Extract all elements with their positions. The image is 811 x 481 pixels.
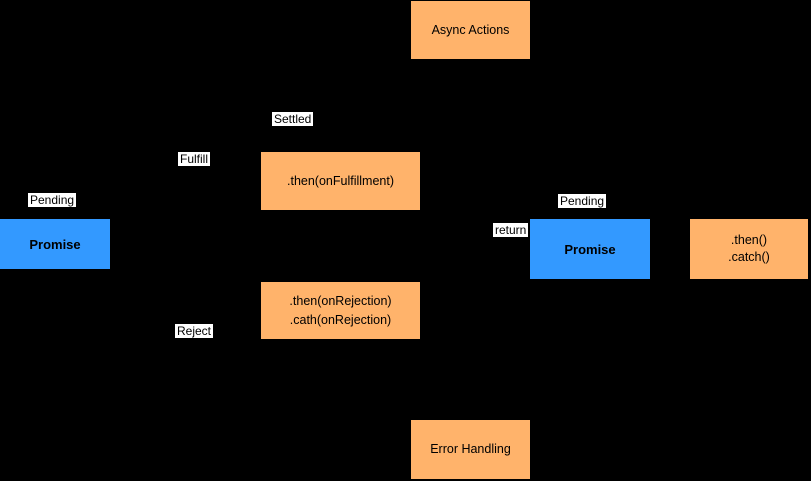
node-label: Promise — [564, 241, 616, 257]
edge-label-fulfill[interactable]: Fulfill — [178, 152, 211, 166]
node-then-onfulfillment[interactable]: .then(onFulfillment) — [261, 152, 420, 210]
node-label-line1: .then() — [730, 233, 768, 247]
node-label-line1: .then(onRejection) — [289, 293, 392, 308]
node-label-line2: .cath(onRejection) — [289, 312, 392, 327]
node-label-line2: .catch() — [728, 250, 770, 264]
edge-label-pending-left[interactable]: Pending — [28, 193, 77, 207]
node-label: Promise — [29, 236, 81, 252]
node-then-catch[interactable]: .then() .catch() — [690, 219, 808, 279]
node-async-actions[interactable]: Async Actions — [411, 1, 530, 59]
node-promise-returned[interactable]: Promise — [530, 219, 650, 279]
node-label: .then(onFulfillment) — [287, 173, 394, 188]
node-label: Error Handling — [430, 442, 511, 456]
edge-label-return[interactable]: return — [493, 223, 529, 237]
edge-label-pending-right[interactable]: Pending — [558, 194, 607, 208]
node-label: Async Actions — [431, 22, 510, 37]
node-error-handling[interactable]: Error Handling — [411, 420, 530, 479]
node-then-onrejection[interactable]: .then(onRejection) .cath(onRejection) — [261, 282, 420, 339]
edge-label-settled[interactable]: Settled — [272, 112, 314, 126]
edge-label-reject[interactable]: Reject — [175, 324, 214, 338]
node-promise-initial[interactable]: Promise — [0, 219, 110, 269]
